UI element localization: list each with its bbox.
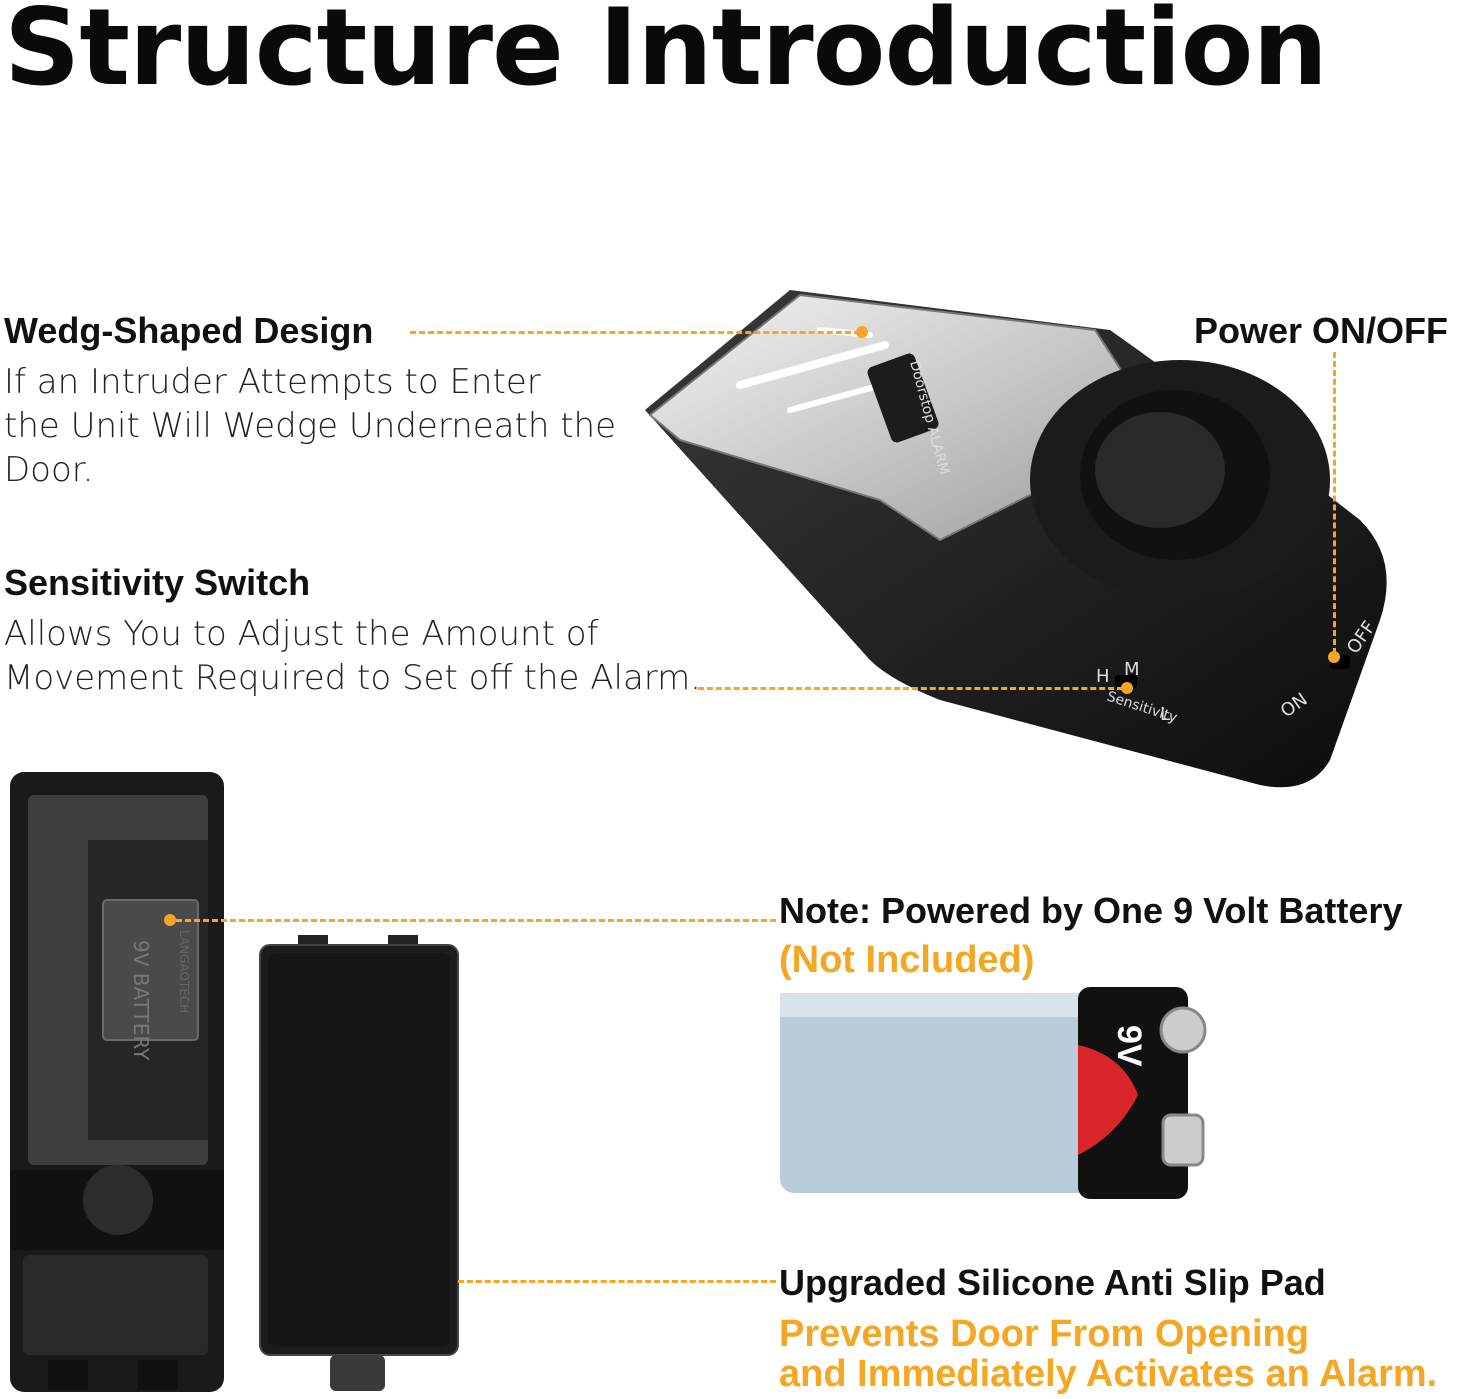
wedge-design-text: If an Intruder Attempts to Enter the Uni…: [4, 360, 684, 492]
doorstop-alarm-image: Doorstop ALARM H M L Sensitivity ON OFF: [645, 290, 1387, 788]
battery-brand-label: LANGAOTECH: [177, 930, 191, 1013]
sensitivity-text: Allows You to Adjust the Amount of Movem…: [4, 612, 704, 700]
wedge-callout-dot: [856, 326, 868, 338]
wedge-line-1: If an Intruder Attempts to Enter: [4, 362, 541, 402]
pad-callout-line: [458, 1280, 776, 1283]
wedge-design-heading: Wedg-Shaped Design: [4, 310, 374, 351]
wedge-callout-line: [410, 331, 860, 334]
label-l: L: [1160, 704, 1170, 725]
sensitivity-callout-line: [698, 687, 1123, 690]
wedge-line-3: Door.: [4, 450, 94, 490]
sensitivity-callout-dot: [1121, 682, 1133, 694]
power-callout-dot: [1328, 651, 1340, 663]
silicone-pad-image: [259, 935, 459, 1391]
pad-line-1: Prevents Door From Opening: [779, 1313, 1309, 1355]
alarm-back-image: 9V BATTERY LANGAOTECH: [10, 772, 224, 1392]
power-callout-line: [1333, 352, 1336, 654]
battery-image: 9V: [780, 987, 1207, 1199]
power-heading: Power ON/OFF: [1194, 310, 1449, 351]
pad-line-2: and Immediately Activates an Alarm.: [779, 1353, 1438, 1395]
battery-note-heading: Note: Powered by One 9 Volt Battery: [779, 890, 1403, 931]
battery-note-sub: (Not Included): [779, 939, 1035, 981]
sensitivity-heading: Sensitivity Switch: [4, 562, 311, 603]
sensitivity-line-1: Allows You to Adjust the Amount of: [4, 614, 599, 654]
label-h: H: [1096, 666, 1110, 687]
label-m: M: [1124, 659, 1140, 680]
wedge-line-2: the Unit Will Wedge Underneath the: [4, 406, 616, 446]
pad-heading: Upgraded Silicone Anti Slip Pad: [779, 1262, 1326, 1303]
battery-9v-label: 9V: [1110, 1025, 1148, 1067]
page-title: Structure Introduction: [4, 0, 1328, 109]
battery-compartment-label: 9V BATTERY: [129, 940, 153, 1061]
battery-callout-dot: [164, 914, 176, 926]
battery-callout-line: [176, 919, 776, 922]
sensitivity-line-2: Movement Required to Set off the Alarm.: [4, 658, 702, 698]
